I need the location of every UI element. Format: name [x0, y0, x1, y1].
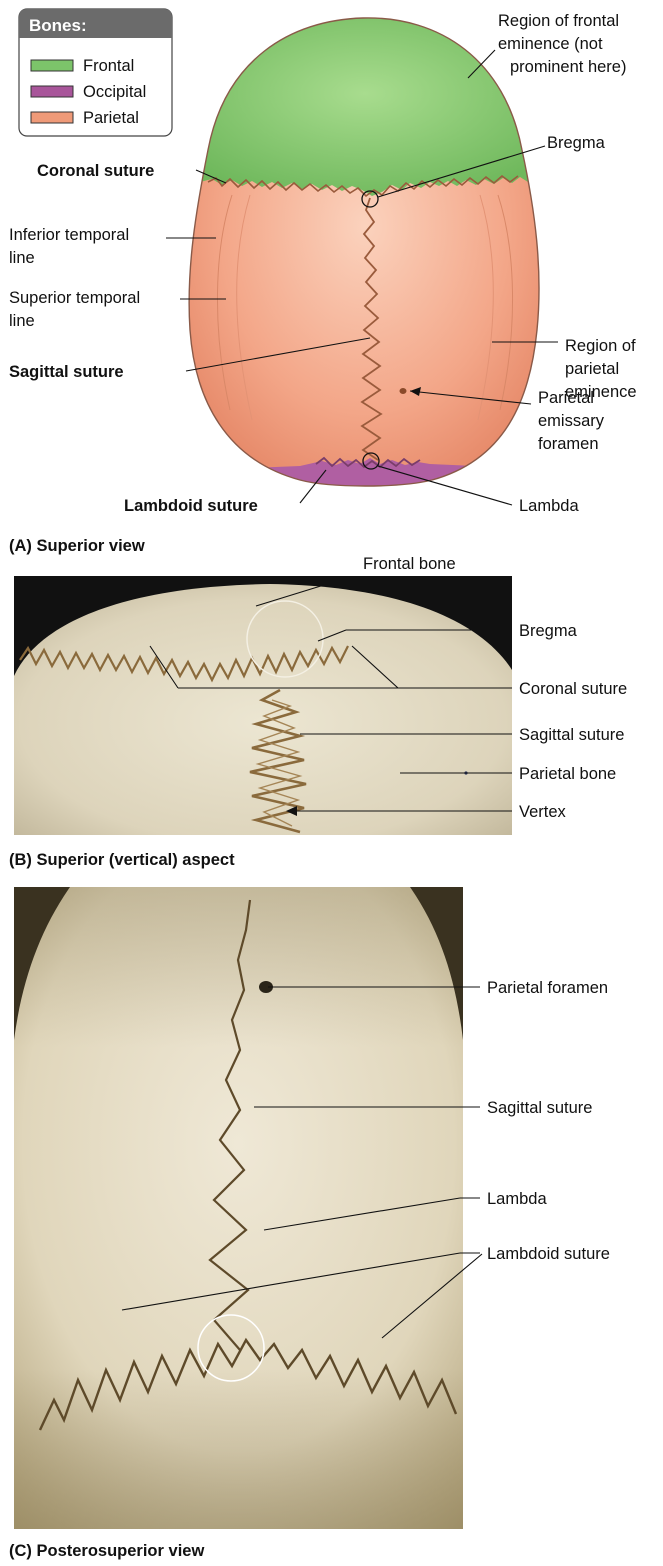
caption-panel-a: (A) Superior view — [9, 537, 145, 555]
legend-item-frontal: Frontal — [83, 57, 134, 75]
panel-b: Frontal bone Bregma Coronal suture Sagit… — [9, 555, 627, 869]
legend-item-parietal: Parietal — [83, 109, 139, 127]
label-lambdoid-suture-a: Lambdoid suture — [124, 497, 258, 515]
label-lambda-c: Lambda — [487, 1190, 547, 1208]
label-coronal-suture-b: Coronal suture — [519, 680, 627, 698]
label-bregma-b: Bregma — [519, 622, 578, 640]
label-coronal-suture-a: Coronal suture — [37, 162, 154, 180]
label-sagittal-suture-c: Sagittal suture — [487, 1099, 592, 1117]
panel-c-labels: Parietal foramen Sagittal suture Lambda … — [487, 979, 610, 1263]
parietal-emissary-foramen-mark — [400, 388, 407, 394]
occipital-bone-region — [180, 458, 550, 492]
label-parietal-bone: Parietal bone — [519, 765, 616, 783]
label-frontal-bone: Frontal bone — [363, 555, 456, 573]
panel-a: Bones: Frontal Occipital Parietal Reg — [9, 9, 640, 555]
caption-panel-b: (B) Superior (vertical) aspect — [9, 851, 235, 869]
frontal-bone-region — [180, 10, 550, 196]
label-lambdoid-suture-c: Lambdoid suture — [487, 1245, 610, 1263]
label-vertex: Vertex — [519, 803, 567, 821]
legend-swatch-parietal — [31, 112, 73, 123]
label-sagittal-suture-a: Sagittal suture — [9, 363, 124, 381]
label-superior-temporal-line: Superior temporal line — [9, 289, 145, 330]
bones-legend: Bones: Frontal Occipital Parietal — [19, 9, 172, 136]
legend-title: Bones: — [29, 16, 87, 35]
legend-swatch-occipital — [31, 86, 73, 97]
legend-swatch-frontal — [31, 60, 73, 71]
photo-superior-aspect — [14, 576, 512, 835]
skull-superior-illustration — [180, 10, 550, 492]
label-sagittal-suture-b: Sagittal suture — [519, 726, 624, 744]
label-parietal-foramen: Parietal foramen — [487, 979, 608, 997]
label-parietal-emissary-foramen: Parietal emissary foramen — [538, 389, 609, 453]
label-inferior-temporal-line: Inferior temporal line — [9, 226, 134, 267]
label-frontal-eminence: Region of frontal eminence (not prominen… — [498, 12, 626, 76]
legend-item-occipital: Occipital — [83, 83, 146, 101]
label-lambda-a: Lambda — [519, 497, 579, 515]
label-bregma-a: Bregma — [547, 134, 606, 152]
caption-panel-c: (C) Posterosuperior view — [9, 1542, 204, 1560]
panel-c: Parietal foramen Sagittal suture Lambda … — [9, 887, 610, 1560]
